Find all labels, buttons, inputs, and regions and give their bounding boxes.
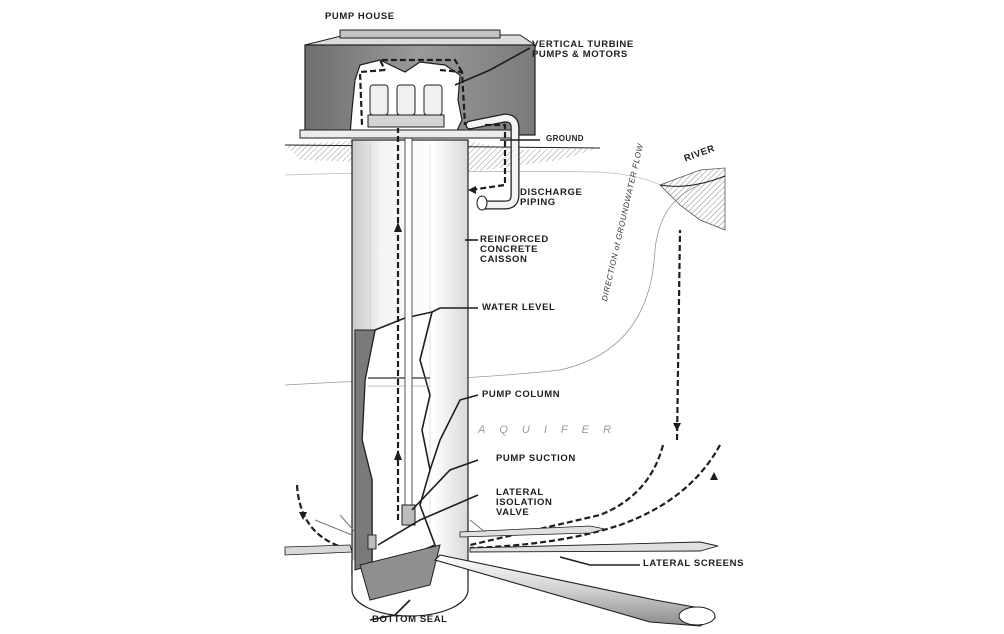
pump-motors xyxy=(367,84,445,128)
label-pump-house: PUMP HOUSE xyxy=(325,11,395,22)
arrow-left-icon xyxy=(468,186,476,194)
bottom-seal-fill xyxy=(359,544,441,601)
arrow-down-icon xyxy=(673,423,681,431)
label-ground: GROUND xyxy=(546,134,584,143)
arrow-up-icon xyxy=(394,222,402,232)
lateral-screens xyxy=(284,514,719,627)
arrow-up-icon xyxy=(394,450,402,460)
label-discharge-piping: DISCHARGE PIPING xyxy=(520,187,583,208)
label-lateral-screens: LATERAL SCREENS xyxy=(643,558,745,569)
label-pump-column: PUMP COLUMN xyxy=(482,389,561,400)
arrow-down-icon xyxy=(299,512,307,520)
lateral-isolation-valve xyxy=(367,534,377,550)
aquifer-boundary xyxy=(284,184,701,386)
arrow-left-icon xyxy=(710,472,718,480)
leader-lines xyxy=(369,47,640,621)
pump-suction xyxy=(401,504,416,526)
label-pump-suction: PUMP SUCTION xyxy=(496,453,576,464)
flow-arrows xyxy=(299,186,718,520)
label-lateral-isolation-valve: LATERAL ISOLATION VALVE xyxy=(496,487,553,518)
label-bottom-seal: BOTTOM SEAL xyxy=(372,614,448,625)
water-table-line xyxy=(284,171,661,186)
label-aquifer: AQUIFER xyxy=(478,424,625,436)
label-water-level: WATER LEVEL xyxy=(482,302,556,313)
label-caisson: REINFORCED CONCRETE CAISSON xyxy=(480,234,549,265)
river-bank xyxy=(659,167,726,231)
label-vertical-turbine: VERTICAL TURBINE PUMPS & MOTORS xyxy=(532,39,634,60)
discharge-piping xyxy=(465,113,520,211)
